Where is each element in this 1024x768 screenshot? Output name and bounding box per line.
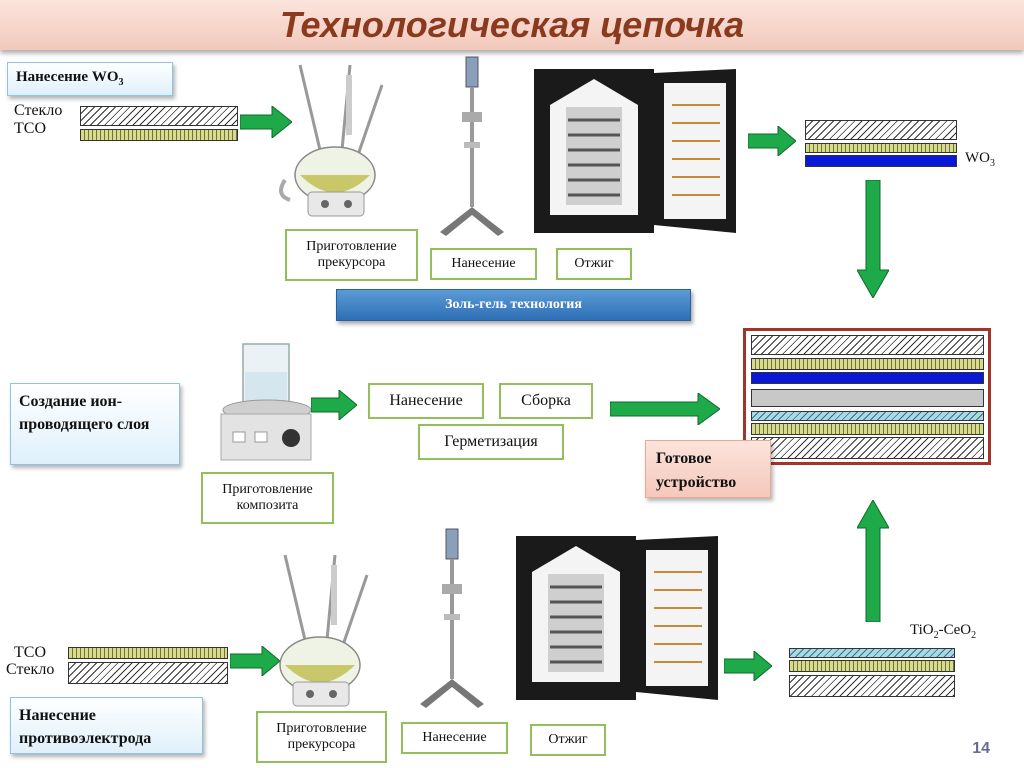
tco-layer-top	[80, 129, 238, 141]
device-tco-top	[751, 358, 984, 370]
step-assembly: Сборка	[499, 383, 593, 419]
ceo2-label-main: -CeO	[938, 622, 972, 638]
step-apply-bottom: Нанесение	[401, 722, 508, 754]
glass-label-top: Стекло	[14, 102, 63, 119]
wo3-result-sub: 3	[990, 158, 995, 169]
step-precursor-bottom: Приготовление прекурсора	[256, 711, 387, 763]
wo3-layer	[805, 155, 957, 167]
finished-device-label: Готовое устройство	[645, 440, 771, 498]
device-wo3	[751, 372, 984, 384]
heading-ion-layer: Создание ион-проводящего слоя	[10, 383, 180, 465]
ceo2-label-sub: 2	[971, 630, 977, 641]
step-apply-top: Нанесение	[430, 248, 537, 280]
tco-layer-result-bottom	[789, 660, 955, 672]
arrow-right-icon	[748, 126, 796, 156]
solgel-banner: Золь-гель технология	[336, 289, 691, 321]
glass-layer-wo3-stack	[805, 120, 957, 140]
device-tco-bottom	[751, 423, 984, 435]
heading-wo3-text: Нанесение WO	[16, 69, 119, 85]
furnace-icon	[516, 536, 718, 700]
step-anneal-top: Отжиг	[556, 248, 632, 280]
device-electrolyte	[751, 389, 984, 407]
dip-coater-icon	[440, 56, 504, 236]
tco-label-bottom: TCO	[14, 644, 46, 661]
tco-layer-wo3-stack	[805, 143, 957, 153]
step-composite-prep: Приготовление композита	[201, 472, 334, 524]
arrow-right-icon	[724, 651, 772, 681]
arrow-down-icon	[857, 180, 889, 298]
tio2-ceo2-label: TiO2-CeO2	[910, 622, 976, 641]
tio2-label-main: TiO	[910, 622, 934, 638]
page-number: 14	[972, 740, 990, 757]
device-tio2-ceo2	[751, 411, 984, 421]
glass-label-bottom: Стекло	[6, 661, 55, 678]
page-title: Технологическая цепочка	[279, 4, 745, 45]
tio2-ceo2-layer	[789, 648, 955, 658]
glass-layer-result-bottom	[789, 675, 955, 697]
wo3-result-main: WO	[965, 150, 990, 166]
arrow-right-icon	[311, 390, 357, 420]
flask-icon	[279, 64, 384, 217]
heading-wo3: Нанесение WO3	[7, 62, 173, 96]
furnace-icon	[534, 69, 736, 233]
step-apply-middle: Нанесение	[368, 383, 484, 419]
magnetic-stirrer-icon	[220, 343, 312, 461]
tco-layer-bottom	[68, 647, 228, 659]
glass-layer-top	[80, 106, 238, 126]
arrow-right-icon	[610, 393, 720, 425]
dip-coater-icon	[420, 528, 484, 708]
device-glass-top	[751, 335, 984, 355]
arrow-right-icon	[230, 646, 280, 676]
heading-wo3-sub: 3	[118, 77, 124, 88]
arrow-up-icon	[857, 500, 889, 622]
step-sealing: Герметизация	[418, 424, 564, 460]
title-bar	[0, 0, 1024, 50]
heading-counter-electrode: Нанесение противоэлектрода	[10, 697, 203, 754]
device-glass-bottom	[751, 437, 984, 459]
tco-label-top: TCO	[14, 120, 46, 137]
step-anneal-bottom: Отжиг	[530, 724, 606, 756]
tio2-label-sub: 2	[933, 630, 939, 641]
flask-icon	[279, 554, 369, 707]
arrow-right-icon	[240, 106, 292, 138]
step-precursor-top: Приготовление прекурсора	[285, 229, 418, 281]
wo3-result-label: WO3	[965, 150, 995, 169]
glass-layer-bottom	[68, 662, 228, 684]
